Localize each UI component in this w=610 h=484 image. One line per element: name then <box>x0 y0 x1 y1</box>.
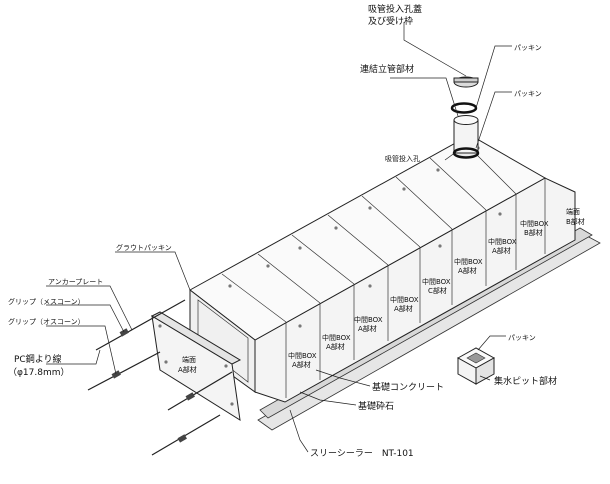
label-grip-female: グリップ（メスコーン） <box>8 297 85 306</box>
label-mid-a0-2: A部材 <box>358 324 377 333</box>
label-mid-a1-2: A部材 <box>394 304 413 313</box>
label-mid-a3-2: A部材 <box>492 246 511 255</box>
end-plate-a-bolts <box>158 324 234 406</box>
label-mid-a-2: A部材 <box>326 342 345 351</box>
label-mid-a2-1: 中間BOX <box>454 257 483 266</box>
label-mid-c-2: C部材 <box>428 286 447 295</box>
label-end-a-2: A部材 <box>178 365 197 374</box>
label-grout-packing: グラウトパッキン <box>116 243 172 252</box>
label-mid-a0-1: 中間BOX <box>354 315 383 324</box>
label-mid-c-1: 中間BOX <box>422 277 451 286</box>
label-mid-b-1: 中間BOX <box>520 219 549 228</box>
label-riser-pipe: 連結立管部材 <box>360 63 414 75</box>
label-sealer: スリーシーラー NT-101 <box>310 448 414 459</box>
label-mid-a-1: 中間BOX <box>322 333 351 342</box>
label-packing-top1: パッキン <box>514 44 542 52</box>
label-pit-member: 集水ピット部材 <box>494 375 557 387</box>
label-pc-strand: PC鋼より線 <box>14 353 62 365</box>
open-end-inner <box>197 299 249 383</box>
label-intake-lid: 吸管投入孔蓋 <box>368 3 422 15</box>
collection-pit-shape <box>456 347 496 385</box>
label-anchor-plate: アンカープレート <box>48 278 103 286</box>
label-pc-strand-dia: （φ17.8mm） <box>8 367 70 378</box>
end-plate-a-side <box>150 311 242 365</box>
label-mid-a-first-1: 中間BOX <box>288 351 317 360</box>
label-receiving-frame: 及び受け枠 <box>368 15 413 27</box>
label-gravel-base: 基礎砕石 <box>358 400 394 412</box>
riser-assembly <box>450 76 480 159</box>
segment-joints <box>221 139 546 398</box>
label-concrete-base: 基礎コンクリート <box>372 381 444 393</box>
label-end-b-2: B部材 <box>566 217 585 226</box>
label-packing-top2: パッキン <box>514 90 542 98</box>
label-mid-a1-1: 中間BOX <box>390 295 419 304</box>
label-mid-a2-2: A部材 <box>458 266 477 275</box>
label-intake-hole: 吸管投入孔 <box>385 154 420 163</box>
pc-strands <box>87 299 233 456</box>
label-end-a-1: 端面 <box>182 355 196 364</box>
label-packing-pit: パッキン <box>508 334 536 342</box>
label-mid-b-2: B部材 <box>524 228 543 237</box>
leader-lines <box>46 22 512 453</box>
label-mid-a3-1: 中間BOX <box>488 237 517 246</box>
packing-ring-hole <box>452 147 480 159</box>
label-mid-a-first-2: A部材 <box>292 360 311 369</box>
open-end-frame <box>189 288 256 393</box>
label-end-b-1: 端面 <box>566 207 580 216</box>
label-grip-male: グリップ（オスコーン） <box>8 317 85 326</box>
